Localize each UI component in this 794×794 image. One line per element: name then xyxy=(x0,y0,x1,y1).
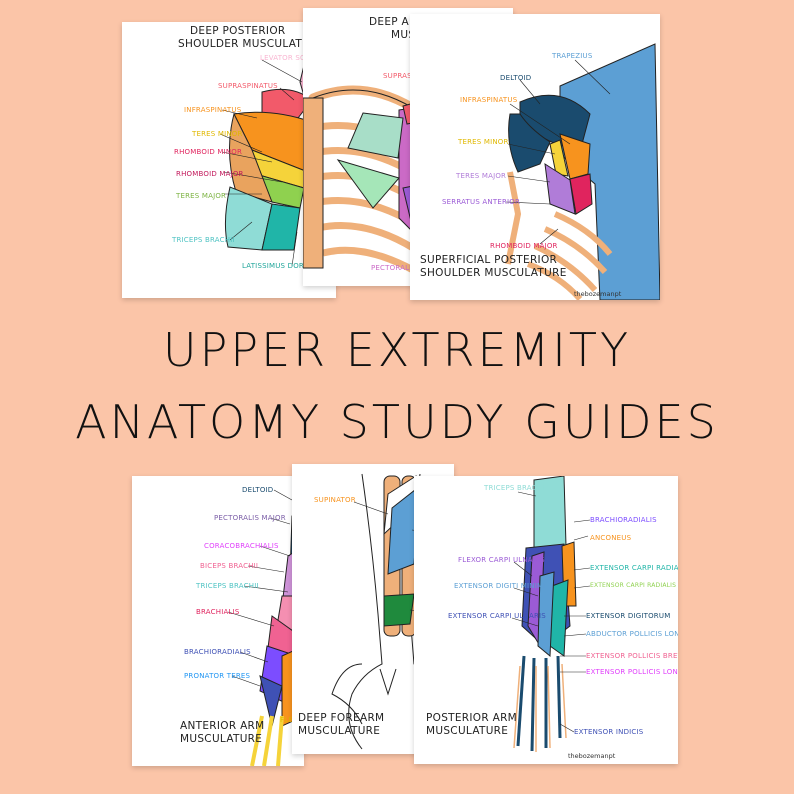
label-coracobrachialis: CORACOBRACHIALIS xyxy=(204,542,279,550)
label-extensor-pollicis-longus: EXTENSOR POLLICIS LONGUS xyxy=(586,668,678,676)
posterior-arm-title-2: MUSCULATURE xyxy=(426,725,509,737)
label-anconeus: ANCONEUS xyxy=(590,534,632,542)
label-extensor-digiti-minimi: EXTENSOR DIGITI MINIMI xyxy=(454,582,546,590)
label-serratus-anterior: SERRATUS ANTERIOR xyxy=(442,198,521,206)
card-anterior-arm: DELTOID PECTORALIS MAJOR CORACOBRACHIALI… xyxy=(132,476,304,766)
label-biceps-brachii: BICEPS BRACHII xyxy=(200,562,259,570)
label-pronator-teres: PRONATOR TERES xyxy=(184,672,251,680)
label-infraspinatus: INFRASPINATUS xyxy=(184,106,242,114)
label-triceps-brachii: TRICEPS BRACHII xyxy=(172,236,235,244)
label-extensor-carpi-radialis-brevis: EXTENSOR CARPI RADIALIS BREVIS xyxy=(590,582,678,589)
label-fle: FLE xyxy=(280,716,293,724)
label-deltoid-anterior: DELTOID xyxy=(242,486,274,494)
label-pectoralis-major: PECTORALIS MAJOR xyxy=(214,514,286,522)
watermark-top: thebozemanpt xyxy=(574,290,622,298)
card-superficial-posterior: TRAPEZIUS DELTOID INFRASPINATUS TERES MI… xyxy=(410,14,660,300)
label-supinator: SUPINATOR xyxy=(314,496,356,504)
headline-line-1: UPPER EXTREMITY xyxy=(162,323,632,377)
deep-posterior-title-2: SHOULDER MUSCULATURE xyxy=(178,38,325,50)
label-teres-minor: TERES MINOR xyxy=(192,130,243,138)
label-supraspinatus: SUPRASPINATUS xyxy=(218,82,278,90)
label-levator-scapulae: LEVATOR SCAPULAE xyxy=(260,54,334,62)
label-pectoralis: PECTORALIS xyxy=(371,264,417,272)
label-rhomboid-minor: RHOMBOID MINOR xyxy=(174,148,243,156)
label-teres-minor-superficial: TERES MINOR xyxy=(458,138,509,146)
watermark-bottom: thebozemanpt xyxy=(568,752,616,760)
deep-posterior-title-1: DEEP POSTERIOR xyxy=(190,25,286,37)
card-posterior-arm: TRICEPS BRACHII FLEXOR CARPI ULNARIS EXT… xyxy=(414,476,678,764)
label-trapezius: TRAPEZIUS xyxy=(552,52,593,60)
label-triceps-brachii-anterior: TRICEPS BRACHII xyxy=(196,582,259,590)
anterior-arm-title-2: MUSCULATURE xyxy=(180,733,263,745)
posterior-arm-title-1: POSTERIOR ARM xyxy=(426,712,518,724)
label-extensor-indicis: EXTENSOR INDICIS xyxy=(574,728,644,736)
label-brachioradialis-posterior: BRACHIORADIALIS xyxy=(590,516,657,524)
superficial-posterior-illustration xyxy=(505,43,660,300)
posterior-arm-illustration xyxy=(511,476,591,752)
label-latissimus-dorsi: LATISSIMUS DORSI xyxy=(242,262,311,270)
anterior-arm-title-1: ANTERIOR ARM xyxy=(180,720,265,732)
label-triceps-brachii-posterior: TRICEPS BRACHII xyxy=(484,484,547,492)
deep-forearm-title-1: DEEP FOREARM xyxy=(298,712,385,724)
label-brachioradialis-anterior: BRACHIORADIALIS xyxy=(184,648,251,656)
label-brachialis: BRACHIALIS xyxy=(196,608,240,616)
label-abductor-pollicis-longus: ABDUCTOR POLLICIS LONGUS xyxy=(586,630,678,638)
label-extensor-pollicis-brevis: EXTENSOR POLLICIS BREVIS xyxy=(586,652,678,660)
label-teres-major-superficial: TERES MAJOR xyxy=(456,172,507,180)
label-extensor-digitorum: EXTENSOR DIGITORUM xyxy=(586,612,671,620)
deep-forearm-title-2: MUSCULATURE xyxy=(298,725,381,737)
label-rhomboid-major: RHOMBOID MAJOR xyxy=(176,170,244,178)
label-rhomboid-major-superficial: RHOMBOID MAJOR xyxy=(490,242,558,250)
label-teres-major: TERES MAJOR xyxy=(176,192,227,200)
label-infraspinatus-superficial: INFRASPINATUS xyxy=(460,96,518,104)
headline-line-2: ANATOMY STUDY GUIDES xyxy=(75,395,719,449)
deep-forearm-illustration xyxy=(331,473,446,750)
label-extensor-carpi-ulnaris: EXTENSOR CARPI ULNARIS xyxy=(448,612,546,620)
label-deltoid: DELTOID xyxy=(500,74,532,82)
superficial-posterior-title-1: SUPERFICIAL POSTERIOR xyxy=(420,254,558,266)
superficial-posterior-title-2: SHOULDER MUSCULATURE xyxy=(420,267,567,279)
label-extensor-carpi-radialis: EXTENSOR CARPI RADIALIS xyxy=(590,564,678,572)
label-flexor-carpi-ulnaris: FLEXOR CARPI ULNARIS xyxy=(458,556,545,564)
